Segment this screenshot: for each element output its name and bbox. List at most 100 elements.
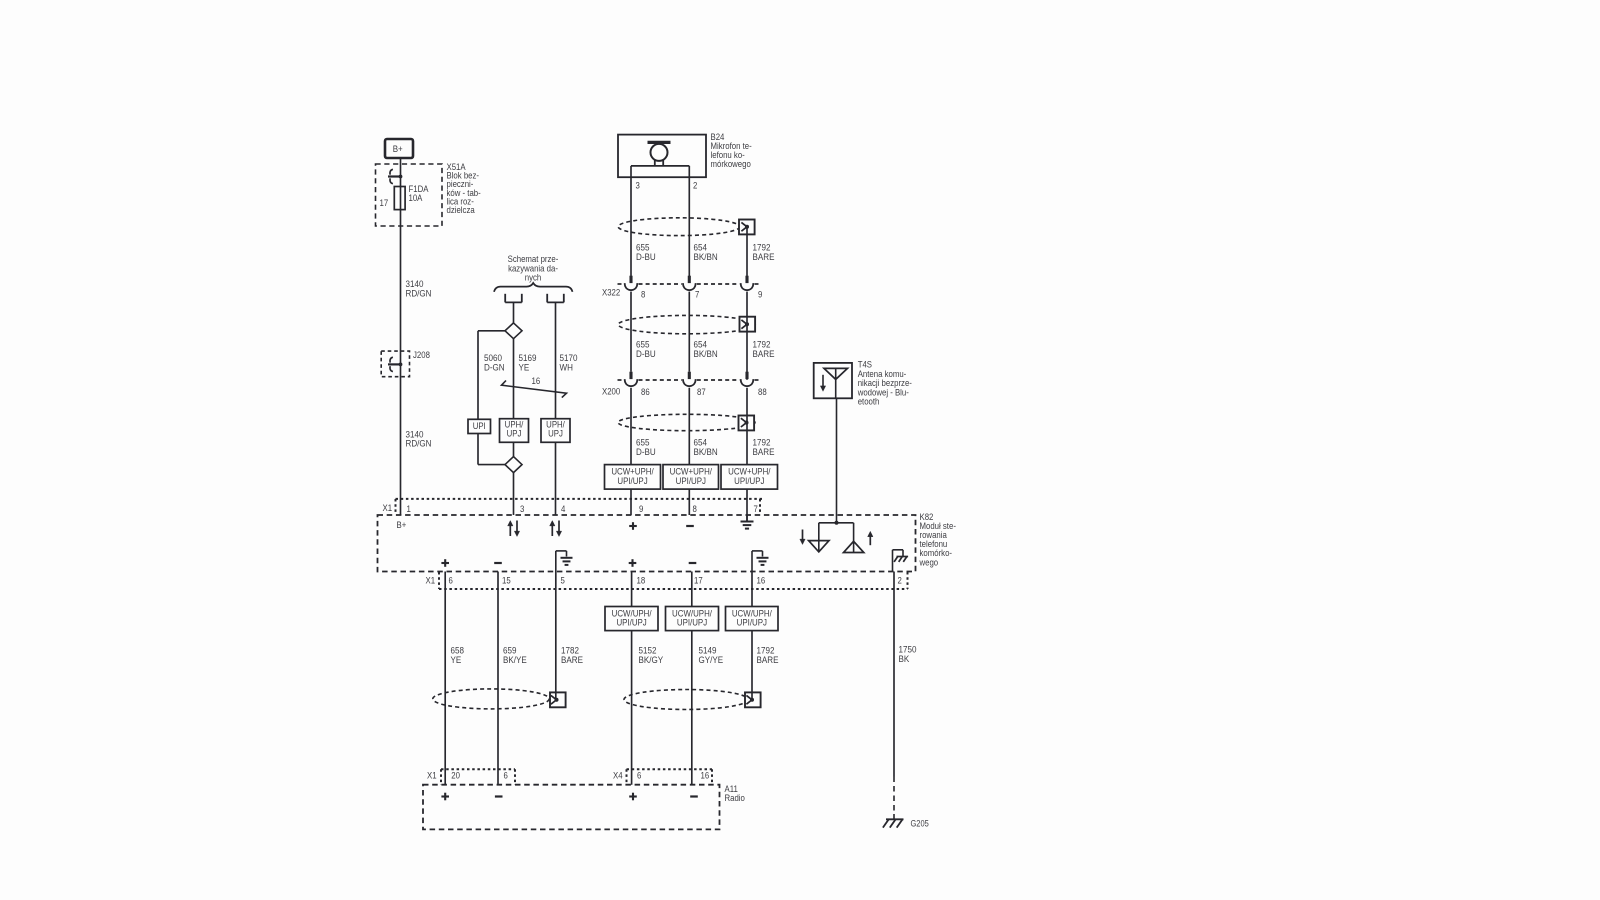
- svg-text:RD/GN: RD/GN: [406, 288, 432, 299]
- svg-text:Moduł ste-: Moduł ste-: [920, 520, 957, 531]
- svg-text:X1: X1: [427, 770, 437, 781]
- svg-text:9: 9: [758, 289, 763, 300]
- svg-text:8: 8: [641, 289, 646, 300]
- svg-text:B+: B+: [397, 519, 407, 530]
- svg-text:X1: X1: [383, 503, 393, 514]
- svg-text:5: 5: [561, 575, 566, 586]
- svg-text:1792: 1792: [753, 242, 771, 253]
- svg-text:komórko-: komórko-: [920, 548, 953, 559]
- svg-text:BARE: BARE: [753, 251, 775, 262]
- svg-text:7: 7: [754, 503, 759, 514]
- svg-text:X1: X1: [426, 575, 436, 586]
- svg-text:7: 7: [695, 289, 700, 300]
- svg-text:B+: B+: [393, 143, 403, 154]
- svg-text:nikacji bezprze-: nikacji bezprze-: [858, 377, 912, 388]
- svg-text:654: 654: [694, 339, 708, 350]
- svg-text:BK/GY: BK/GY: [639, 654, 664, 665]
- svg-text:Schemat prze-: Schemat prze-: [508, 253, 559, 264]
- svg-text:kazywania da-: kazywania da-: [508, 263, 558, 274]
- svg-text:UPI/UPJ: UPI/UPJ: [734, 475, 764, 486]
- svg-text:mórkowego: mórkowego: [711, 158, 752, 169]
- svg-text:BARE: BARE: [753, 348, 775, 359]
- svg-text:16: 16: [701, 770, 710, 781]
- svg-text:3140: 3140: [406, 429, 424, 440]
- svg-text:3140: 3140: [406, 279, 424, 290]
- svg-text:X322: X322: [602, 287, 620, 298]
- svg-text:5169: 5169: [519, 352, 537, 363]
- svg-text:BARE: BARE: [753, 446, 775, 457]
- svg-text:UCW+UPH/: UCW+UPH/: [611, 466, 654, 477]
- svg-text:D-BU: D-BU: [636, 446, 656, 457]
- svg-text:18: 18: [637, 575, 646, 586]
- svg-text:WH: WH: [560, 362, 573, 373]
- svg-text:F1DA: F1DA: [409, 183, 429, 194]
- svg-text:15: 15: [502, 575, 511, 586]
- svg-text:1782: 1782: [561, 645, 579, 656]
- svg-text:RD/GN: RD/GN: [406, 438, 432, 449]
- svg-text:Radio: Radio: [725, 792, 746, 803]
- svg-text:UPI/UPJ: UPI/UPJ: [616, 617, 646, 628]
- svg-text:etooth: etooth: [858, 396, 880, 407]
- svg-text:655: 655: [636, 437, 650, 448]
- svg-text:UPI/UPJ: UPI/UPJ: [677, 617, 707, 628]
- svg-text:5149: 5149: [699, 645, 717, 656]
- svg-text:nych: nych: [525, 272, 542, 283]
- svg-text:BK/YE: BK/YE: [503, 654, 527, 665]
- svg-text:1: 1: [407, 503, 412, 514]
- svg-text:17: 17: [380, 197, 389, 208]
- svg-text:1750: 1750: [899, 644, 917, 655]
- svg-text:6: 6: [637, 770, 642, 781]
- svg-text:K82: K82: [920, 511, 934, 522]
- svg-text:9: 9: [639, 503, 644, 514]
- svg-text:3: 3: [636, 180, 641, 191]
- svg-text:D-GN: D-GN: [484, 362, 505, 373]
- svg-text:654: 654: [694, 437, 708, 448]
- svg-text:88: 88: [758, 386, 767, 397]
- svg-text:UCW+UPH/: UCW+UPH/: [670, 466, 713, 477]
- svg-text:wego: wego: [919, 557, 939, 568]
- svg-text:3: 3: [520, 503, 525, 514]
- svg-text:UPH/: UPH/: [505, 419, 524, 430]
- svg-text:UCW/UPH/: UCW/UPH/: [732, 608, 772, 619]
- svg-text:UPI/UPJ: UPI/UPJ: [737, 617, 767, 628]
- svg-text:YE: YE: [519, 362, 530, 373]
- svg-text:lica roz-: lica roz-: [447, 196, 474, 207]
- svg-text:5152: 5152: [639, 645, 657, 656]
- svg-text:20: 20: [451, 770, 460, 781]
- svg-text:lefonu ko-: lefonu ko-: [711, 149, 745, 160]
- svg-text:6: 6: [449, 575, 454, 586]
- svg-text:pieczni-: pieczni-: [447, 179, 474, 190]
- svg-text:UPJ: UPJ: [548, 428, 563, 439]
- svg-text:A11: A11: [725, 783, 739, 794]
- svg-text:D-BU: D-BU: [636, 251, 656, 262]
- svg-text:BK/BN: BK/BN: [694, 251, 718, 262]
- svg-text:BARE: BARE: [561, 654, 583, 665]
- svg-text:2: 2: [693, 180, 698, 191]
- svg-text:T4S: T4S: [858, 359, 873, 370]
- svg-text:5170: 5170: [560, 352, 578, 363]
- svg-text:UPI/UPJ: UPI/UPJ: [676, 475, 706, 486]
- svg-text:B24: B24: [711, 132, 725, 143]
- svg-text:655: 655: [636, 242, 650, 253]
- svg-text:87: 87: [697, 386, 706, 397]
- svg-text:16: 16: [532, 375, 541, 386]
- svg-text:654: 654: [694, 242, 708, 253]
- svg-text:BK/BN: BK/BN: [694, 348, 718, 359]
- svg-text:UCW/UPH/: UCW/UPH/: [672, 608, 712, 619]
- svg-text:1792: 1792: [757, 645, 775, 656]
- svg-text:YE: YE: [451, 654, 462, 665]
- svg-text:X4: X4: [613, 770, 623, 781]
- svg-text:G205: G205: [911, 819, 930, 829]
- svg-text:UCW/UPH/: UCW/UPH/: [612, 608, 652, 619]
- svg-text:wodowej - Blu-: wodowej - Blu-: [857, 387, 909, 398]
- svg-text:ków - tab-: ków - tab-: [447, 187, 481, 198]
- svg-text:2: 2: [898, 575, 903, 586]
- svg-text:16: 16: [757, 575, 766, 586]
- svg-text:rowania: rowania: [920, 529, 948, 540]
- svg-text:86: 86: [641, 386, 650, 397]
- svg-text:655: 655: [636, 339, 650, 350]
- svg-text:D-BU: D-BU: [636, 348, 656, 359]
- svg-text:J208: J208: [413, 349, 430, 360]
- svg-text:GY/YE: GY/YE: [699, 654, 724, 665]
- svg-text:BK/BN: BK/BN: [694, 446, 718, 457]
